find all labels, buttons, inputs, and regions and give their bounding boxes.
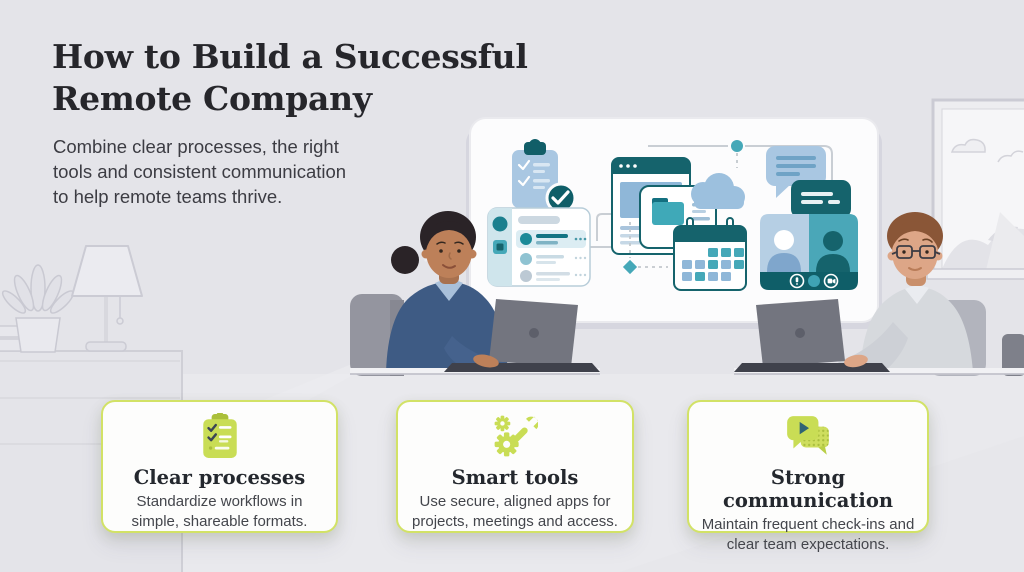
window-view [926, 98, 1024, 280]
page-title-line1: How to Build a Successful [52, 37, 528, 76]
card-body: Maintain frequent check-ins and clear te… [701, 516, 915, 554]
plant-icon [1, 264, 75, 353]
header: How to Build a Successful Remote Company… [52, 36, 552, 210]
gears-wrench-icon [398, 413, 632, 459]
whiteboard [466, 117, 882, 329]
card-title: Clear processes [133, 466, 306, 489]
card-body: Standardize workflows in simple, shareab… [131, 493, 308, 531]
woman-at-laptop [386, 211, 510, 372]
card-title: Strong communication [722, 466, 893, 512]
task-list-window [487, 207, 591, 287]
page-title: How to Build a Successful Remote Company [52, 36, 552, 119]
clipboard-check-icon [512, 139, 577, 214]
page-title-line2: Remote Company [52, 78, 372, 118]
card-body: Use secure, aligned apps for projects, m… [412, 493, 618, 531]
subtitle-line: Combine clear processes, the right [53, 136, 339, 158]
video-call-window-icon [760, 214, 858, 290]
subtitle-line: tools and consistent communication [53, 160, 347, 182]
card-strong-communication: Strong communication Maintain frequent c… [687, 400, 929, 553]
dashed-connectors [622, 140, 743, 275]
glasses-icon [891, 245, 941, 259]
woman-hand [473, 354, 499, 368]
calendar-icon [673, 217, 747, 291]
card-title: Smart tools [451, 466, 579, 489]
card-clear-processes: Clear processes Standardize workflows in… [101, 400, 338, 533]
page-subtitle: Combine clear processes, the right tools… [53, 135, 552, 209]
chat-bubbles-icon [689, 413, 927, 459]
connector-lines [590, 145, 833, 248]
clipboard-checklist-icon [103, 413, 336, 459]
lamp-icon [71, 245, 143, 352]
cloud-icon [691, 173, 745, 209]
subtitle-line: to help remote teams thrive. [53, 185, 283, 207]
man-hand [844, 354, 868, 368]
card-smart-tools: Smart tools Use secure, aligned apps for… [396, 400, 634, 533]
